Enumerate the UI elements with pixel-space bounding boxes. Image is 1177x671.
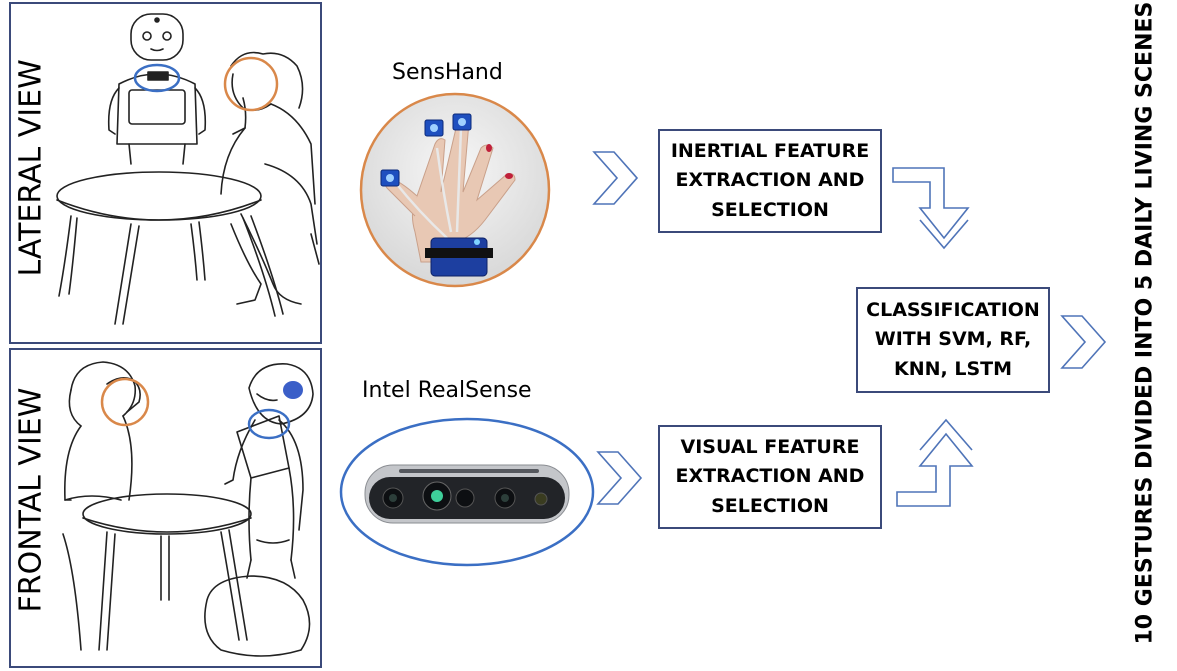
lateral-scene-illustration: [56, 13, 320, 325]
wrist-highlight: [223, 56, 279, 112]
table-top: [82, 493, 252, 535]
classification-line-1: CLASSIFICATION: [866, 298, 1040, 321]
chevron-right-icon: [592, 151, 639, 205]
classification-line-2: WITH SVM, RF,: [874, 328, 1032, 351]
camera-lenses: [382, 481, 548, 511]
inertial-line-1: INERTIAL FEATURE: [670, 139, 870, 162]
visual-feature-box: VISUAL FEATURE EXTRACTION AND SELECTION: [658, 425, 882, 529]
side-title: 10 GESTURES DIVIDED INTO 5 DAILY LIVING …: [1132, 1, 1158, 645]
inertial-line-3: SELECTION: [711, 198, 829, 221]
senshand-photo: [359, 92, 551, 288]
classification-line-3: KNN, LSTM: [893, 357, 1013, 380]
bent-arrow-down-icon: [892, 167, 970, 240]
visual-line-1: VISUAL FEATURE: [680, 435, 860, 458]
inertial-line-2: EXTRACTION AND: [675, 169, 865, 192]
realsense-label: Intel RealSense: [362, 378, 532, 403]
robot-chest-highlight: [133, 63, 181, 93]
chevron-right-icon: [596, 451, 643, 505]
frontal-view-panel: FRONTAL VIEW: [9, 348, 322, 668]
bent-arrow-up-icon: [896, 432, 974, 507]
frontal-scene-illustration: [62, 361, 314, 657]
senshand-label: SensHand: [392, 60, 503, 85]
classification-box: CLASSIFICATION WITH SVM, RF, KNN, LSTM: [856, 287, 1050, 393]
visual-line-3: SELECTION: [711, 494, 829, 517]
wrist-highlight: [100, 377, 150, 427]
lateral-view-panel: LATERAL VIEW: [9, 2, 322, 344]
chevron-right-icon: [1060, 315, 1107, 369]
realsense-photo: [339, 417, 595, 567]
visual-line-2: EXTRACTION AND: [675, 465, 865, 488]
inertial-feature-box: INERTIAL FEATURE EXTRACTION AND SELECTIO…: [658, 129, 882, 233]
robot-chest-highlight: [247, 408, 291, 440]
robot-head: [130, 13, 184, 61]
